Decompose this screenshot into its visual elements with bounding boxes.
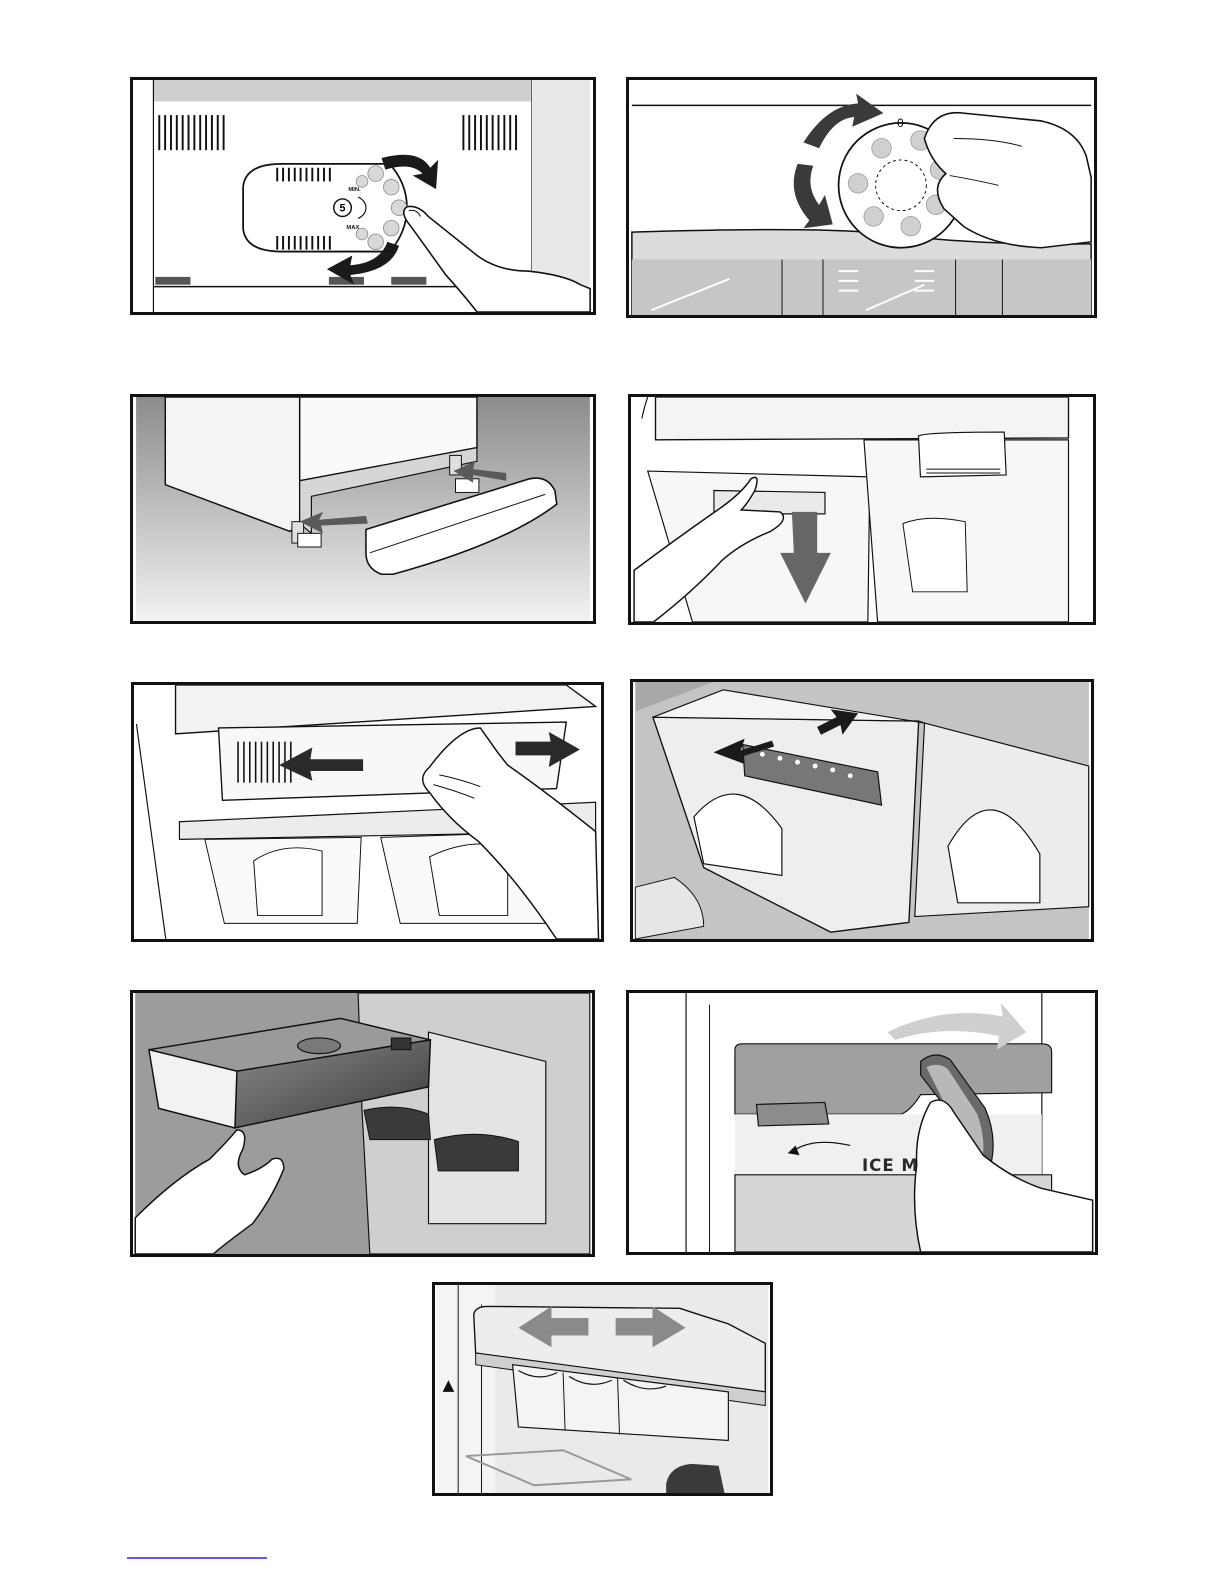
thermostat-dial-illustration: 5 MIN. MAX.: [133, 80, 593, 312]
dial-zero-marker: 0: [897, 117, 904, 130]
thermostat-knob-illustration: 0: [629, 80, 1094, 315]
drawer-removal-panel: [628, 394, 1096, 625]
ice-maker-illustration: ICE MAKE: [629, 993, 1095, 1252]
ice-maker-lever-slot: [756, 1102, 828, 1125]
drawer-removal-illustration: [631, 397, 1093, 622]
shelf-slide-illustration: [134, 685, 601, 939]
dial-center-number: 5: [340, 203, 346, 215]
ice-tray-illustration: [133, 993, 592, 1254]
ice-bin-left: [364, 1107, 430, 1139]
thermostat-dial-panel: 5 MIN. MAX.: [130, 77, 596, 315]
kickplate-illustration: [133, 397, 593, 621]
egg-tray-panel: [432, 1282, 773, 1496]
egg-tray-illustration: [435, 1285, 770, 1493]
footer-rule: [127, 1557, 267, 1559]
shelf-slide-panel: [131, 682, 604, 942]
ice-tray-panel: [130, 990, 595, 1257]
crisper-divider-panel: [630, 679, 1094, 942]
thermostat-knob-panel: 0: [626, 77, 1097, 318]
crisper-divider-illustration: [633, 682, 1091, 939]
ice-bin-right: [434, 1134, 518, 1171]
ice-maker-panel: ICE MAKE: [626, 990, 1098, 1255]
kickplate-panel: [130, 394, 596, 624]
dial-min-label: MIN.: [348, 187, 361, 193]
